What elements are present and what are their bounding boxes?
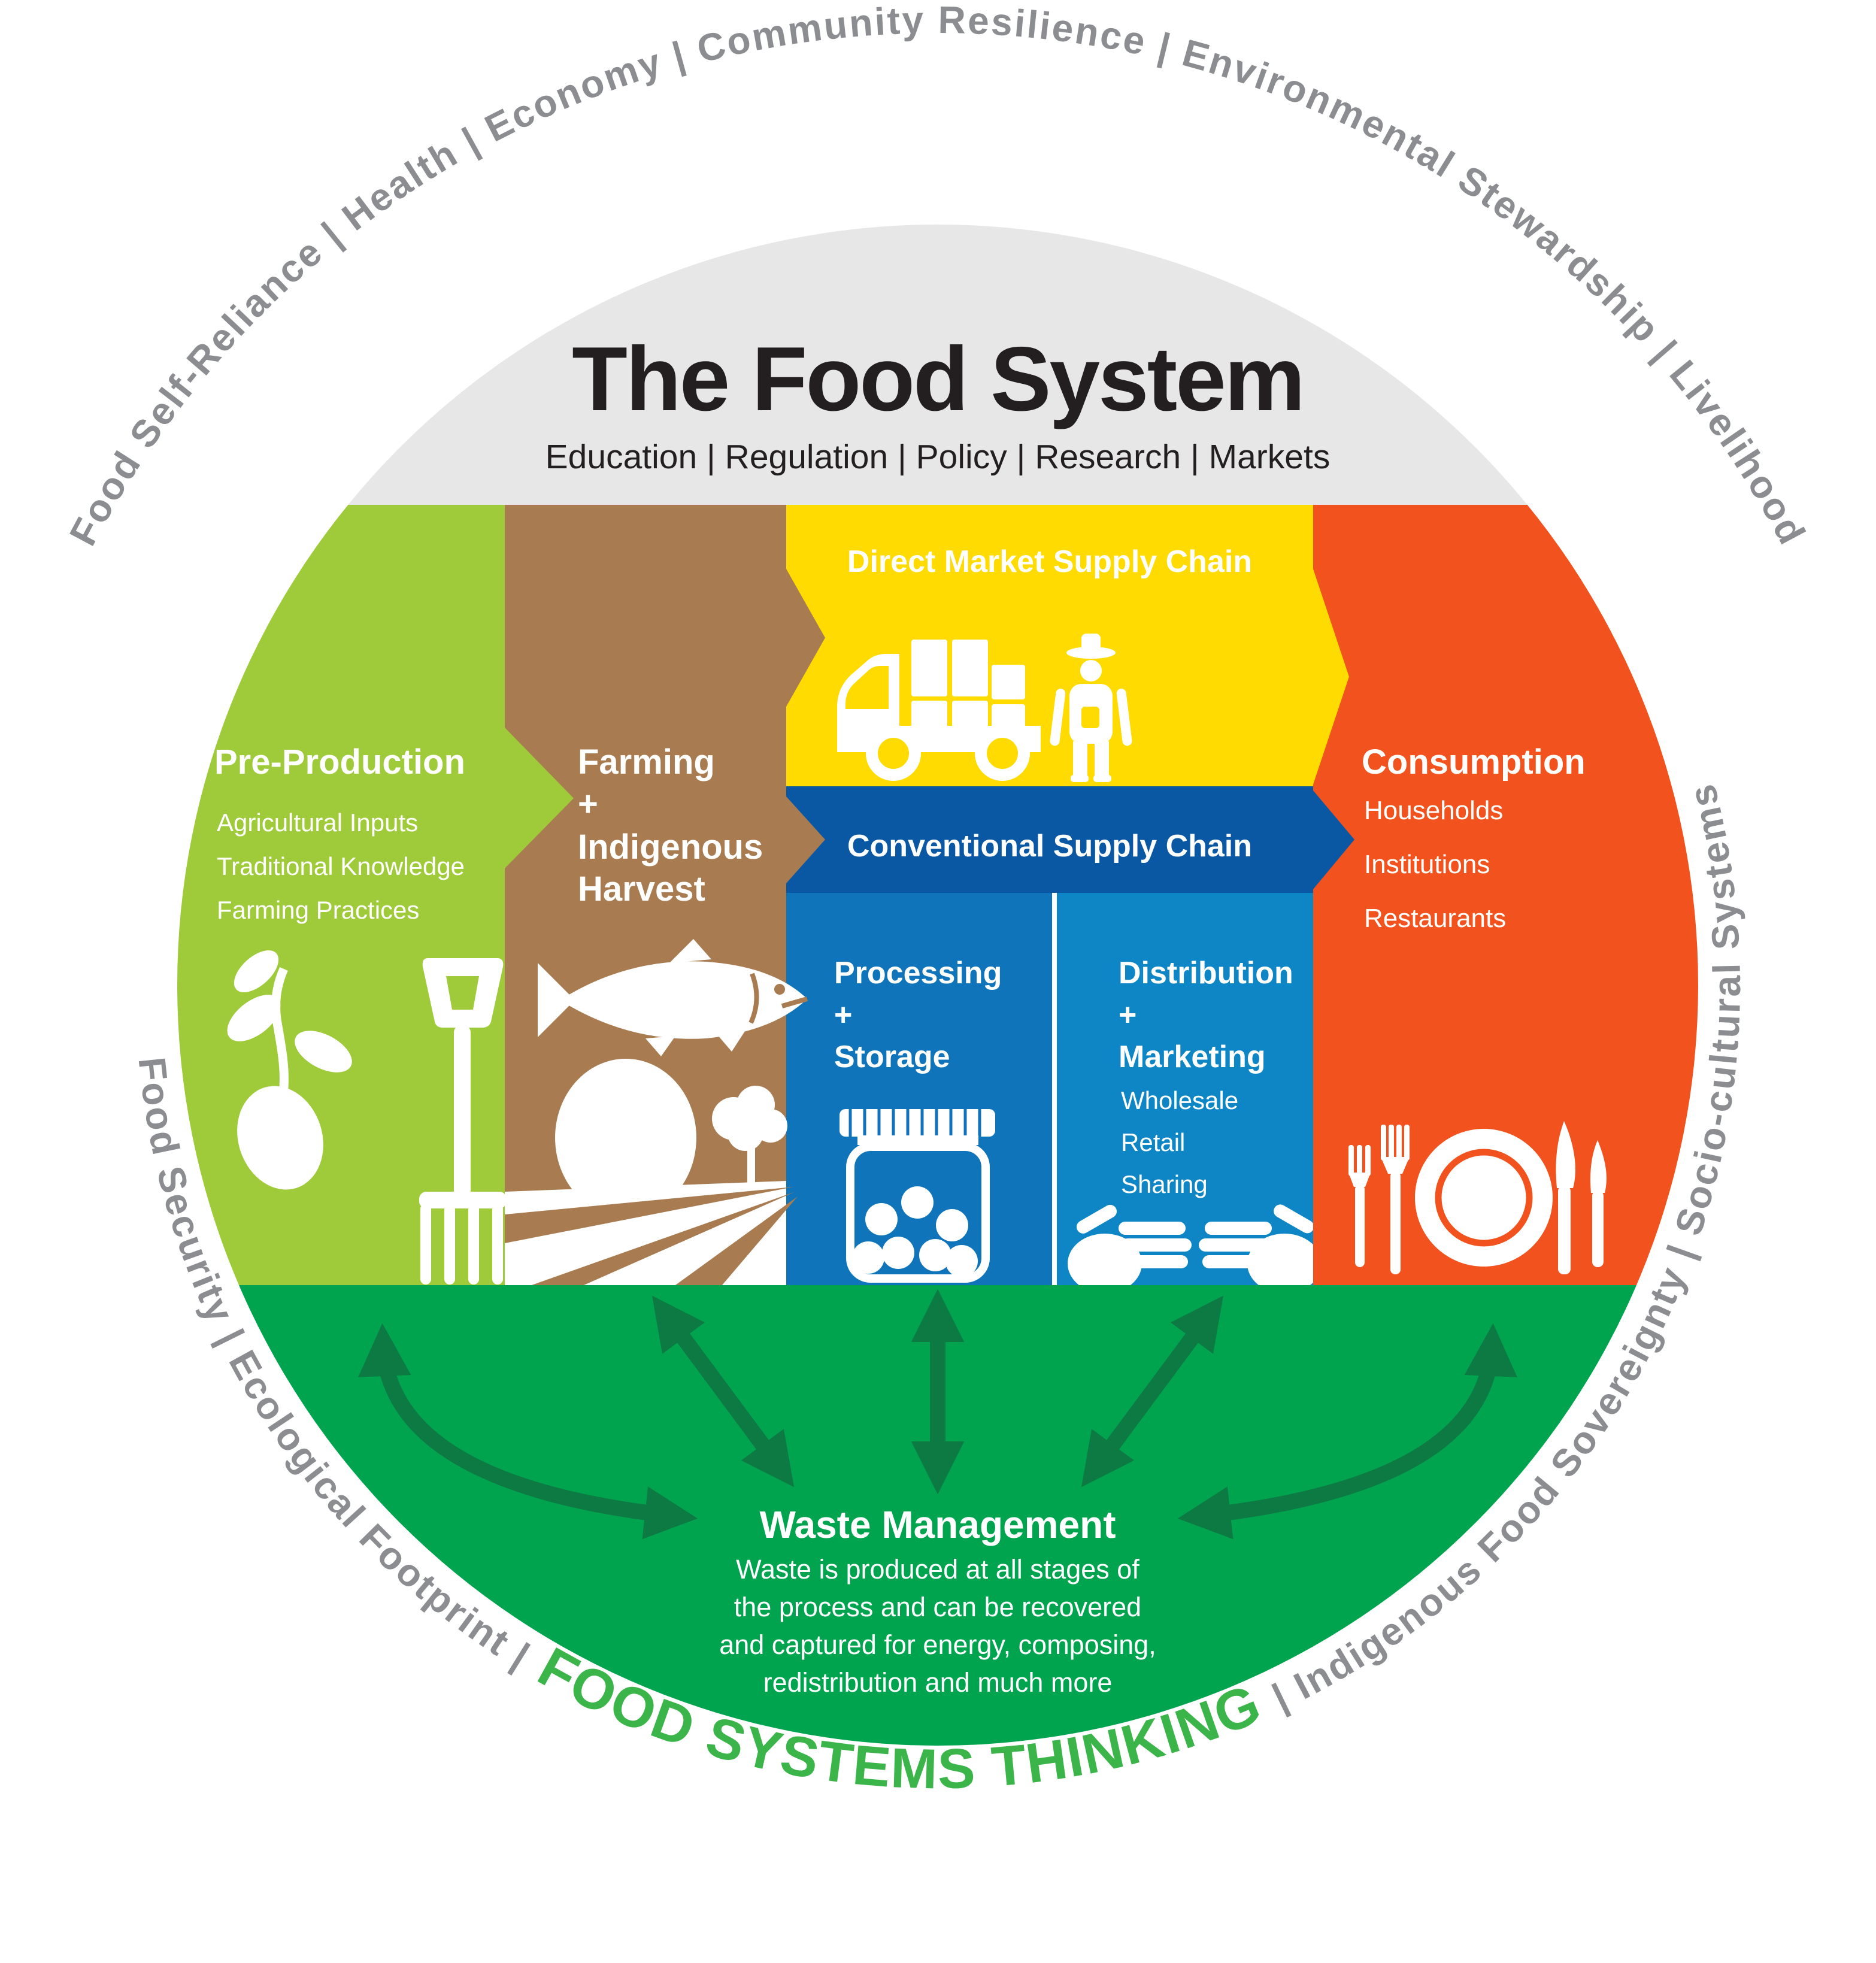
distribution-item: Sharing bbox=[1121, 1170, 1208, 1198]
processing-plus: + bbox=[834, 998, 852, 1032]
conventional-band bbox=[786, 786, 1313, 893]
pre-production-item: Traditional Knowledge bbox=[217, 852, 465, 880]
page-title: The Food System bbox=[572, 328, 1304, 430]
waste-arrow-consumption bbox=[1177, 1323, 1517, 1540]
farming-title-line: Farming bbox=[578, 743, 715, 781]
chevron-farming-to-conventional bbox=[786, 796, 825, 883]
pre-production-item: Farming Practices bbox=[217, 896, 419, 924]
waste-description-line: the process and can be recovered bbox=[734, 1592, 1141, 1622]
pitchfork-icon bbox=[419, 958, 507, 1285]
waste-description-line: redistribution and much more bbox=[763, 1667, 1113, 1698]
hands-icon bbox=[1068, 1204, 1313, 1285]
waste-management-title: Waste Management bbox=[759, 1503, 1116, 1546]
consumption-item: Households bbox=[1364, 796, 1503, 825]
farming-title-line: Harvest bbox=[578, 870, 705, 908]
distribution-item: Retail bbox=[1121, 1128, 1185, 1156]
jar-icon bbox=[839, 1109, 995, 1283]
page-subtitle: Education | Regulation | Policy | Resear… bbox=[545, 438, 1331, 476]
pre-production-title: Pre-Production bbox=[214, 743, 465, 781]
waste-arrow-farming bbox=[651, 1295, 795, 1488]
chevron-preproduction-to-farming bbox=[505, 728, 574, 868]
chevron-directmarket-to-consumption bbox=[1313, 569, 1349, 784]
truck-icon bbox=[837, 640, 1041, 781]
chevron-conventional-to-consumption bbox=[1313, 790, 1354, 889]
consumption-item: Restaurants bbox=[1364, 904, 1506, 933]
farming-title-line: Indigenous bbox=[578, 828, 763, 867]
field-sun-tree-icon bbox=[505, 1059, 798, 1285]
distribution-title-line: Marketing bbox=[1119, 1040, 1266, 1074]
distribution-title-line: Distribution bbox=[1119, 956, 1293, 990]
direct-market-title: Direct Market Supply Chain bbox=[847, 544, 1252, 579]
chevron-farming-to-directmarket bbox=[786, 569, 825, 707]
farmer-icon bbox=[1050, 634, 1132, 782]
processing-title-line: Storage bbox=[834, 1040, 950, 1074]
waste-description-line: and captured for energy, composing, bbox=[719, 1629, 1156, 1660]
pre-production-item: Agricultural Inputs bbox=[217, 808, 418, 837]
sprout-icon bbox=[227, 950, 352, 1190]
distribution-plus: + bbox=[1119, 998, 1136, 1032]
farming-plus: + bbox=[578, 784, 598, 823]
cycle-arrows-icon bbox=[358, 1289, 1517, 1540]
processing-title-line: Processing bbox=[834, 956, 1002, 990]
distribution-item: Wholesale bbox=[1121, 1086, 1238, 1114]
consumption-item: Institutions bbox=[1364, 850, 1490, 879]
column-divider bbox=[1052, 893, 1057, 1285]
processing-column bbox=[786, 893, 1052, 1285]
waste-description-line: Waste is produced at all stages of bbox=[736, 1554, 1139, 1585]
plate-cutlery-icon bbox=[1348, 1121, 1607, 1274]
conventional-title: Conventional Supply Chain bbox=[847, 829, 1252, 864]
consumption-title: Consumption bbox=[1362, 743, 1586, 781]
fish-icon bbox=[538, 939, 808, 1056]
waste-arrow-preproduction bbox=[358, 1323, 698, 1540]
